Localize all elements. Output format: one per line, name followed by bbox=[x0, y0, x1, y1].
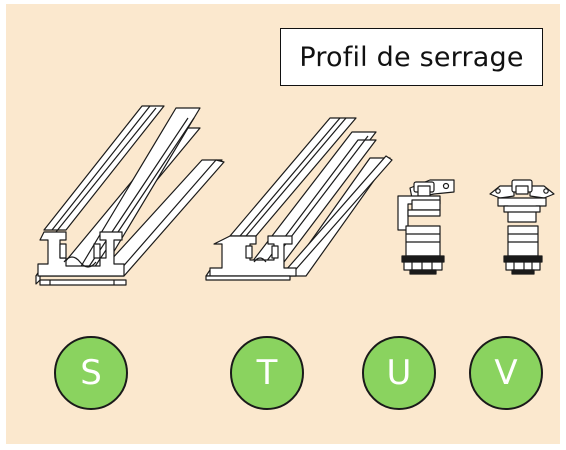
title-text: Profil de serrage bbox=[299, 41, 524, 73]
badge-s-label: S bbox=[80, 353, 102, 393]
profile-t-illustration bbox=[205, 117, 393, 281]
badge-u: U bbox=[362, 336, 436, 410]
title-box: Profil de serrage bbox=[280, 28, 543, 86]
profile-v-illustration bbox=[489, 179, 555, 275]
badge-s: S bbox=[54, 336, 128, 410]
badge-v: V bbox=[469, 336, 543, 410]
profile-u-illustration bbox=[397, 179, 455, 275]
badge-t: T bbox=[230, 336, 304, 410]
profile-s-illustration bbox=[35, 105, 225, 286]
badge-v-label: V bbox=[494, 353, 518, 393]
badge-t-label: T bbox=[256, 353, 278, 393]
badge-u-label: U bbox=[386, 353, 412, 393]
